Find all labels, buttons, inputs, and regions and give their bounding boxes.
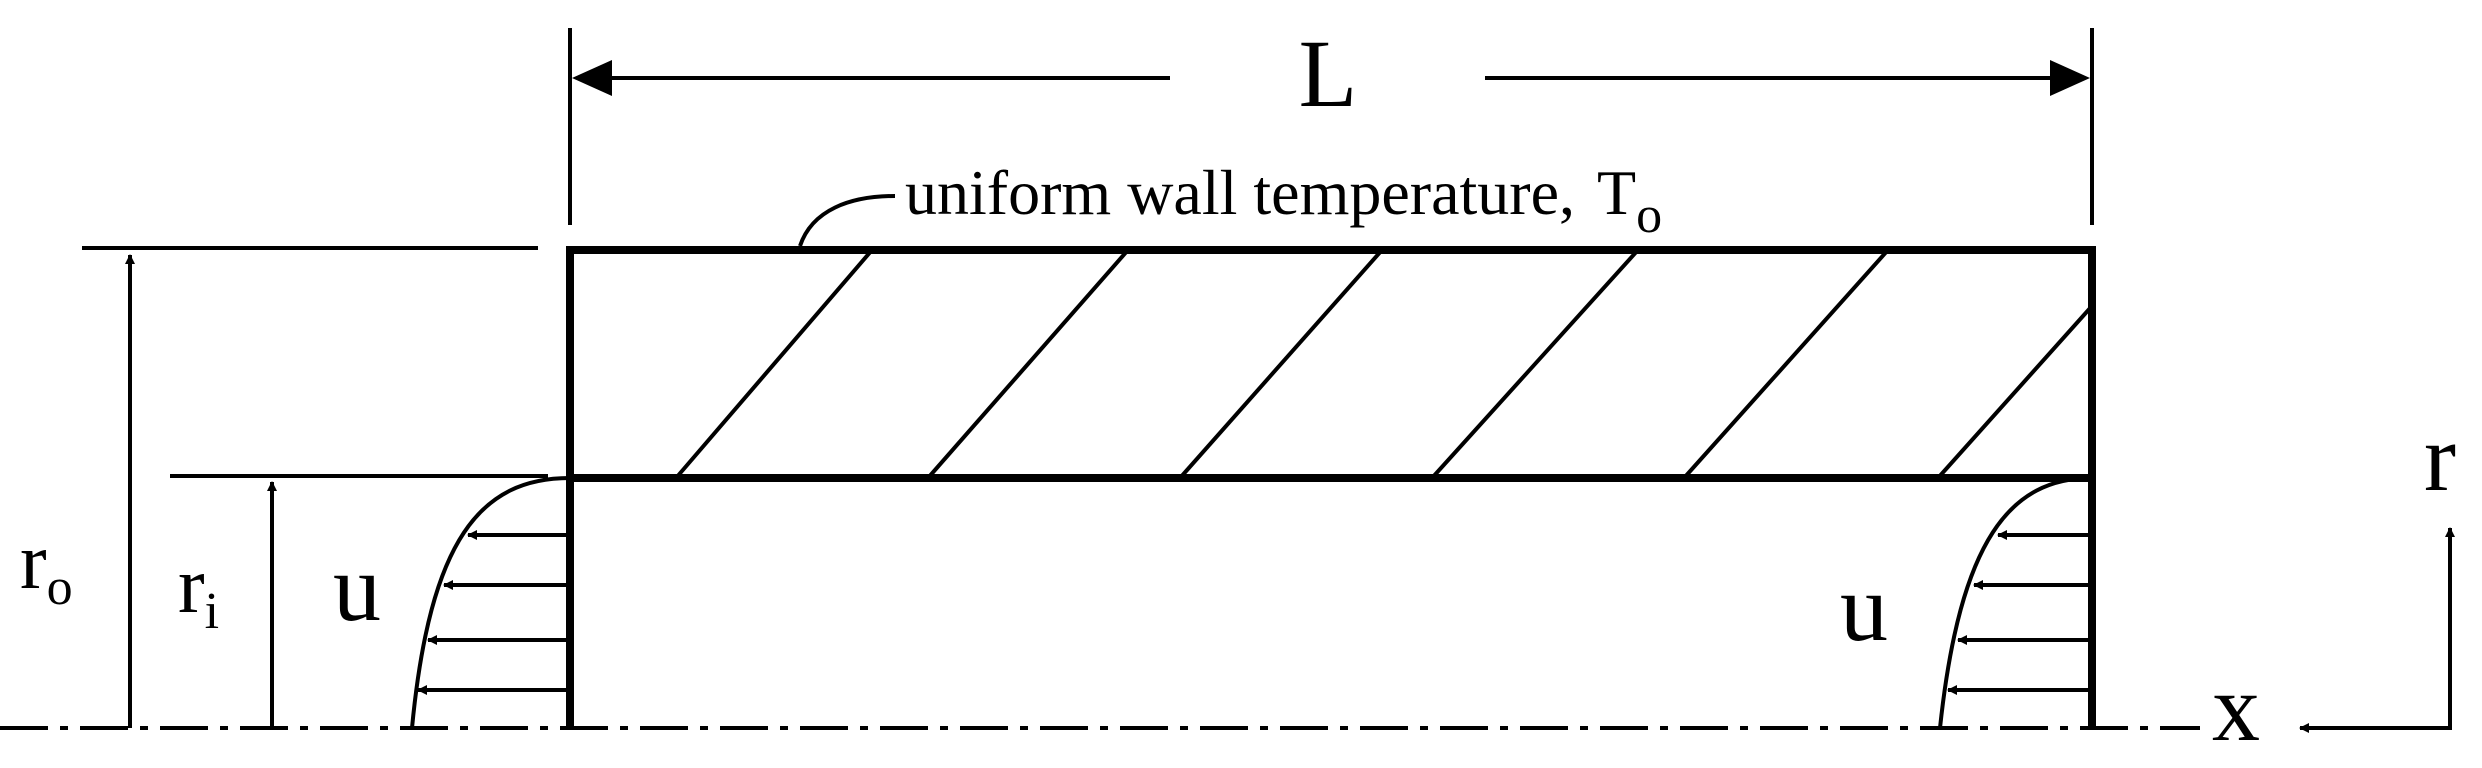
- hatch-line: [926, 248, 1130, 480]
- length-arrowhead-right: [2050, 60, 2090, 96]
- length-dimension: L: [568, 20, 2094, 225]
- length-arrowhead-left: [572, 60, 612, 96]
- wall-hatching: [674, 248, 2094, 480]
- inlet-velocity-profile: u: [333, 476, 571, 729]
- hatch-line: [1936, 304, 2094, 480]
- inlet-velocity-label: u: [333, 534, 381, 641]
- inner-radius-dimension: ri: [170, 474, 548, 728]
- wall-label-text: uniform wall temperature,: [905, 157, 1575, 228]
- inlet-profile-curve: [410, 476, 571, 729]
- annular-wall: [566, 246, 2096, 482]
- wall-temperature-label: uniform wall temperature, To: [905, 157, 1662, 244]
- length-label: L: [1299, 20, 1358, 127]
- hatch-line: [1430, 248, 1640, 480]
- wall-leader-line: [798, 194, 896, 247]
- radial-axis-label: r: [2424, 404, 2456, 511]
- outlet-velocity-label: u: [1840, 554, 1888, 661]
- hatch-line: [674, 248, 874, 480]
- outlet-velocity-profile: u: [1840, 476, 2093, 729]
- hatch-line: [1178, 248, 1384, 480]
- inner-radius-symbol: r: [178, 542, 205, 630]
- outer-radius-label: ro: [20, 518, 73, 616]
- wall-temp-symbol: T: [1597, 157, 1636, 228]
- wall-temp-subscript: o: [1636, 187, 1662, 244]
- outer-radius-subscript: o: [47, 559, 73, 616]
- coordinate-axes: r x: [2212, 404, 2456, 761]
- wall-temperature-callout: uniform wall temperature, To: [798, 157, 1662, 247]
- axial-axis-label: x: [2212, 654, 2260, 761]
- outlet-profile-curve: [1938, 476, 2093, 729]
- inner-radius-label: ri: [178, 542, 219, 640]
- annular-wall-outline: [566, 246, 2096, 482]
- outer-radius-dimension: ro: [20, 246, 538, 728]
- inner-radius-subscript: i: [205, 583, 219, 640]
- hatch-line: [1682, 248, 1890, 480]
- outer-radius-symbol: r: [20, 518, 47, 606]
